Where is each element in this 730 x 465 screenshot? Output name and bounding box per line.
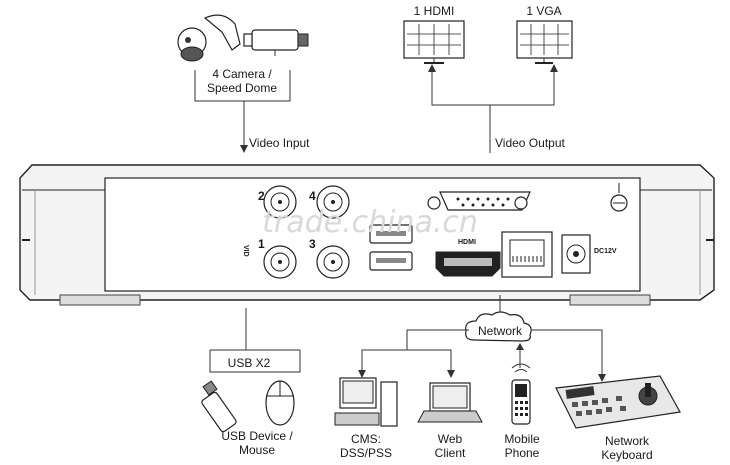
dc-label: DC12V: [594, 248, 617, 255]
hdmi-port-icon: [435, 251, 501, 277]
hdmi-monitor-label: 1 HDMI: [414, 4, 455, 18]
hdmi-port-label: HDMI: [458, 239, 476, 246]
usb-device-label-1: USB Device /: [221, 429, 293, 443]
dc-power-jack-icon: [561, 234, 591, 274]
cms-arrowhead: [358, 370, 366, 378]
mobile-label-2: Phone: [505, 446, 540, 460]
vga-arrowhead: [550, 64, 558, 72]
bnc-1-label: 1: [258, 237, 265, 251]
watermark: trade.china.cn: [262, 205, 478, 240]
net-to-branch: [406, 329, 469, 350]
vga-port-icon: [427, 191, 531, 211]
web-client-label-2: Client: [435, 446, 466, 460]
video-port-label: VID: [242, 245, 249, 257]
video-input-arrowhead: [240, 145, 248, 153]
bnc-connector-2: [263, 185, 297, 219]
video-input-label: Video Input: [249, 136, 310, 150]
cms-label-2: DSS/PSS: [340, 446, 392, 460]
hdmi-monitor-icon: [403, 20, 465, 64]
keyboard-label-2: Keyboard: [601, 448, 652, 462]
usb-count-label: USB X2: [228, 356, 271, 370]
ethernet-port-icon: [501, 231, 553, 278]
ground-screw-icon: [610, 183, 628, 212]
usb-bracket: [209, 350, 301, 373]
bnc-connector-1: [263, 245, 297, 279]
bnc-4-label: 4: [309, 189, 316, 203]
monitor-bracket: [431, 70, 555, 106]
usb-port-bottom: [369, 251, 413, 271]
usb-port-top: [369, 224, 413, 244]
camera-bracket: [194, 70, 291, 102]
bnc-connector-3: [316, 245, 350, 279]
camera-label-2: Speed Dome: [207, 81, 277, 95]
speed-dome-camera-icon: [177, 14, 241, 62]
laptop-icon: [417, 382, 483, 423]
mouse-icon: [265, 380, 295, 426]
bnc-3-label: 3: [309, 237, 316, 251]
network-cloud-icon: [465, 311, 532, 342]
vga-monitor-label: 1 VGA: [526, 4, 561, 18]
desktop-computer-icon: [334, 377, 398, 427]
usb-device-label-2: Mouse: [239, 443, 275, 457]
network-label: Network: [478, 324, 523, 338]
mobile-phone-icon: [511, 363, 531, 425]
usb-stick-icon: [201, 380, 237, 433]
cms-web-bracket: [361, 349, 452, 372]
box-camera-icon: [243, 29, 309, 56]
bnc-2-label: 2: [258, 189, 265, 203]
web-arrowhead: [447, 370, 455, 378]
keyboard-arrowhead: [598, 374, 606, 382]
vga-monitor-icon: [516, 20, 573, 64]
network-keyboard-icon: [555, 375, 681, 429]
web-client-label-1: Web: [438, 432, 463, 446]
camera-label-1: 4 Camera /: [212, 67, 272, 81]
mobile-label-1: Mobile: [504, 432, 540, 446]
keyboard-label-1: Network: [605, 434, 650, 448]
hdmi-arrowhead: [428, 64, 436, 72]
cms-label-1: CMS:: [351, 432, 381, 446]
bnc-connector-4: [316, 185, 350, 219]
keyboard-line: [532, 329, 603, 376]
video-output-label: Video Output: [495, 136, 565, 150]
mobile-arrowhead: [516, 343, 524, 350]
